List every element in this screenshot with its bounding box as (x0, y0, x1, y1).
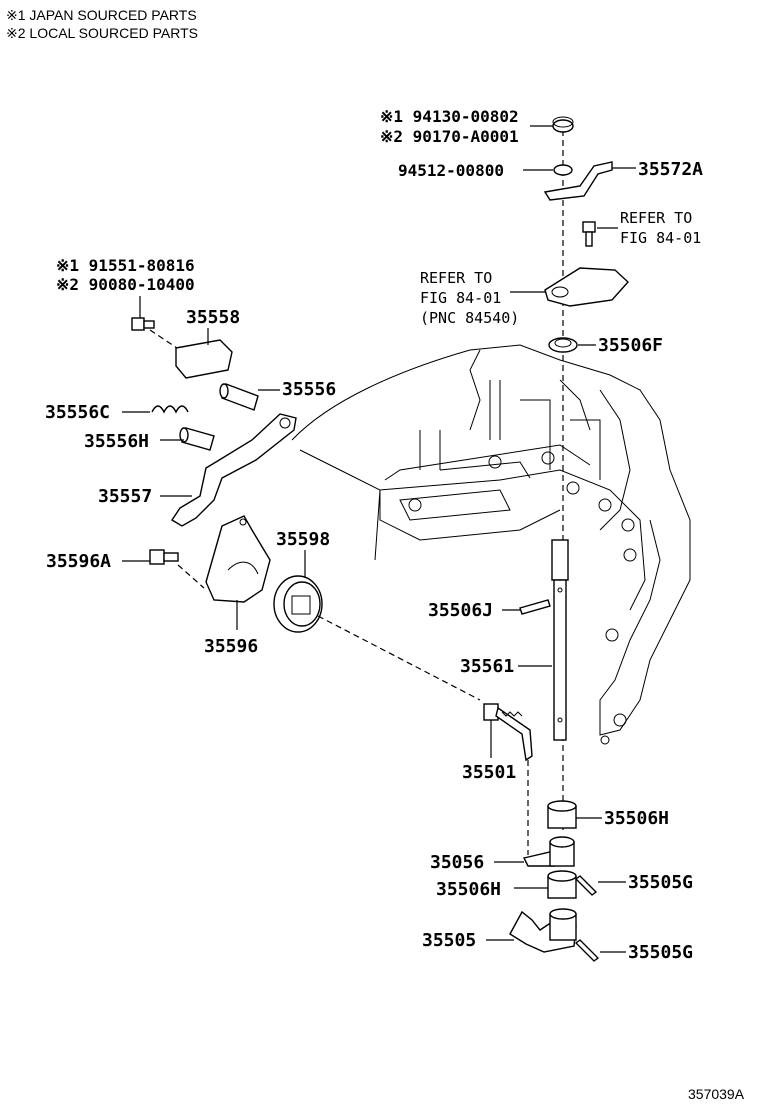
label-35557: 35557 (98, 486, 152, 507)
label-94130: ※1 94130-00802 (380, 107, 519, 126)
pin-35556H-icon (179, 427, 215, 451)
label-35506H-b: 35506H (436, 879, 501, 900)
bushing-35598-icon (273, 575, 323, 633)
label-90170: ※2 90170-A0001 (380, 127, 519, 146)
label-35556C: 35556C (45, 402, 110, 423)
label-35506F: 35506F (598, 335, 663, 356)
pin-35505G-lower-icon (574, 939, 600, 962)
detent-plate-35596-icon (205, 515, 271, 603)
pin-35556-icon (219, 383, 259, 411)
lever-35557-icon (171, 413, 297, 527)
label-35556H-a: 35556H (84, 431, 149, 452)
bolt-35596A-icon (149, 549, 179, 565)
label-35596A: 35596A (46, 551, 111, 572)
bolt-91551-icon (131, 317, 155, 331)
label-refer1a: REFER TO (620, 209, 692, 227)
label-refer2a: REFER TO (420, 269, 492, 287)
label-35505: 35505 (422, 930, 476, 951)
lever-35505-icon (509, 908, 577, 953)
spring-35556C-icon (151, 405, 189, 414)
label-35598: 35598 (276, 529, 330, 550)
plate-35558-icon (175, 339, 233, 379)
collar-35506H-lower-icon (547, 870, 577, 899)
label-refer1b: FIG 84-01 (620, 229, 701, 247)
nut-94130-icon (552, 116, 574, 133)
label-35506H-a: 35506H (604, 808, 669, 829)
label-35558: 35558 (186, 307, 240, 328)
pin-35505G-upper-icon (574, 875, 598, 896)
lever-35056-icon (522, 836, 575, 867)
label-35556: 35556 (282, 379, 336, 400)
neutral-start-switch-icon (544, 267, 629, 307)
washer-94512-icon (553, 164, 573, 176)
label-35572A: 35572A (638, 159, 703, 180)
label-91551: ※1 91551-80816 (56, 256, 195, 275)
figure-id: 357039A (688, 1086, 745, 1102)
note-japan-sourced: ※1 JAPAN SOURCED PARTS (6, 7, 197, 23)
label-refer2b: FIG 84-01 (420, 289, 501, 307)
label-35506J: 35506J (428, 600, 493, 621)
label-35561: 35561 (460, 656, 514, 677)
lever-35572A-icon (543, 161, 613, 201)
label-90080: ※2 90080-10400 (56, 275, 195, 294)
label-35501: 35501 (462, 762, 516, 783)
label-35596: 35596 (204, 636, 258, 657)
label-refer2c: (PNC 84540) (420, 309, 519, 327)
parking-rod-35501-icon (483, 703, 533, 762)
bolt-icon (582, 221, 596, 247)
note-local-sourced: ※2 LOCAL SOURCED PARTS (6, 25, 198, 41)
label-35505G-b: 35505G (628, 942, 693, 963)
oil-seal-35506F-icon (548, 337, 578, 353)
label-35505G-a: 35505G (628, 872, 693, 893)
label-94512: 94512-00800 (398, 161, 504, 180)
collar-35506H-upper-icon (547, 800, 577, 829)
label-35056: 35056 (430, 852, 484, 873)
pin-35506J-icon (519, 599, 551, 615)
transmission-case (291, 344, 691, 745)
shaft-35561-icon (551, 539, 569, 741)
